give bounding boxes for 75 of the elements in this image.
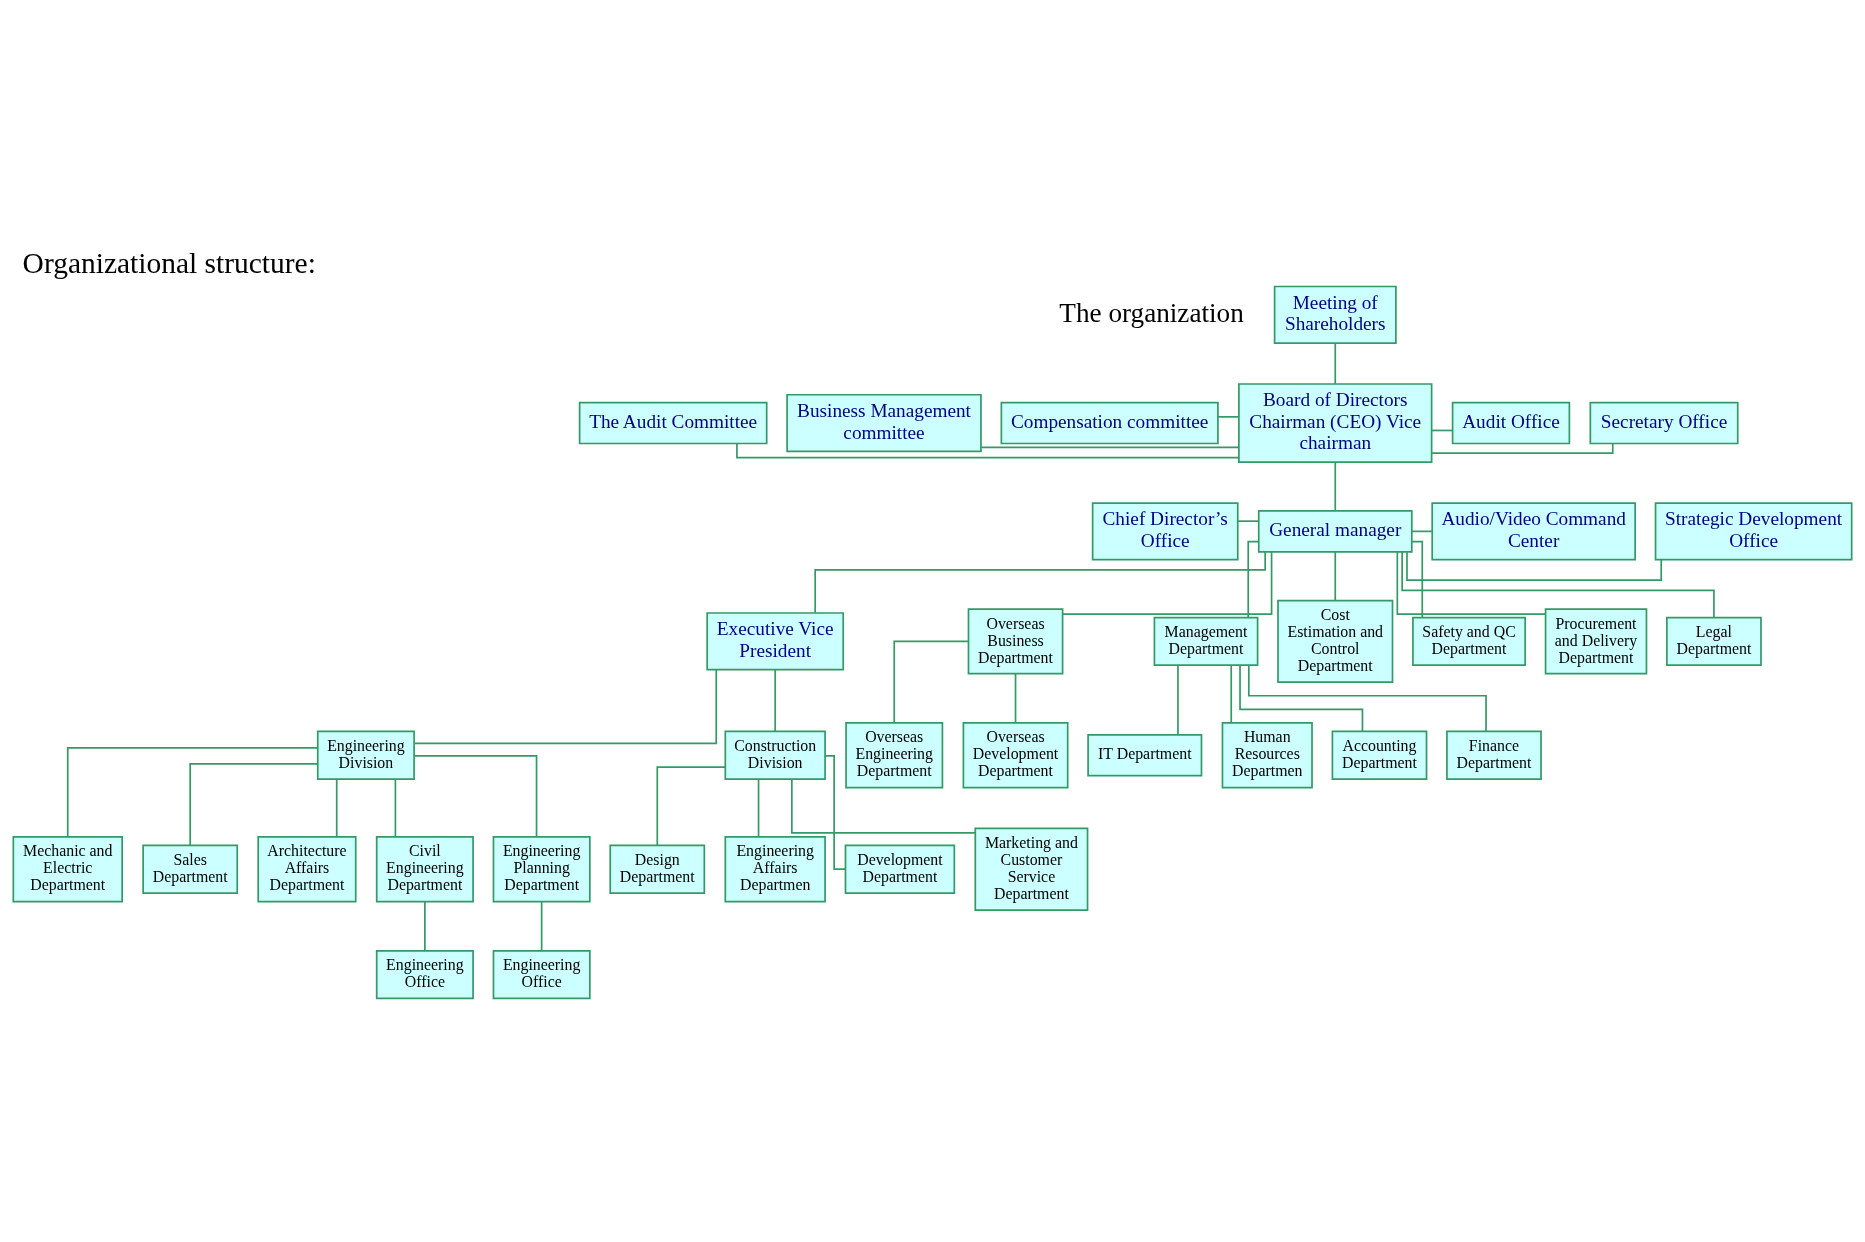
connector <box>1247 664 1487 732</box>
connector <box>774 668 777 732</box>
node-box: Procurement and Delivery Department <box>1544 607 1648 674</box>
node-box: Accounting Department <box>1331 730 1428 780</box>
connector <box>1334 461 1337 512</box>
node-box: Marketing and Customer Service Department <box>974 827 1089 911</box>
node-box: IT Department <box>1087 733 1203 777</box>
connector <box>335 778 338 838</box>
node-box: Architecture Affairs Department <box>257 835 357 902</box>
node-box: Engineering Division <box>316 730 415 780</box>
connector <box>1237 519 1260 522</box>
node-box: Audio/Video Command Center <box>1431 501 1636 561</box>
node-box: General manager <box>1257 509 1413 553</box>
connector <box>424 900 426 952</box>
connector <box>1411 540 1424 618</box>
connector <box>540 900 543 952</box>
node-box: Chief Director’s Office <box>1091 501 1239 561</box>
connector <box>1396 550 1547 615</box>
node-box: Sales Department <box>142 844 239 894</box>
node-box: Mechanic and Electric Department <box>12 835 123 902</box>
node-box: Engineering Affairs Departmen <box>724 835 826 902</box>
node-box: Cost Estimation and Control Department <box>1277 599 1394 683</box>
node-box: Board of Directors Chairman (CEO) Vice chairman <box>1238 382 1433 463</box>
diagram-title: Organizational structure: <box>22 246 316 279</box>
connector <box>394 778 397 838</box>
connector <box>824 754 847 870</box>
node-box: Finance Department <box>1446 730 1542 780</box>
node-box: The Audit Committee <box>578 401 768 444</box>
node-box: Business Management committee <box>786 393 982 452</box>
node-box: Human Resources Departmen <box>1221 721 1313 788</box>
node-box: Engineering Office <box>375 949 474 999</box>
connector <box>814 550 1266 614</box>
node-box: Civil Engineering Department <box>375 835 474 902</box>
connector <box>1431 429 1454 431</box>
node-box: Design Department <box>609 844 706 894</box>
node-box: Development Department <box>844 844 956 894</box>
node-box: Overseas Development Department <box>962 721 1069 788</box>
connector <box>757 778 760 838</box>
connector <box>413 668 718 744</box>
node-box: Safety and QC Department <box>1412 616 1526 666</box>
node-box: Engineering Office <box>492 949 591 999</box>
connector <box>1217 415 1240 418</box>
connector <box>1406 551 1663 581</box>
connector <box>1334 550 1337 601</box>
node-box: Strategic Development Office <box>1654 501 1853 561</box>
connector <box>1177 664 1179 735</box>
connector <box>1230 664 1233 724</box>
connector <box>1401 550 1715 618</box>
connector <box>1247 540 1260 618</box>
node-box: Compensation committee <box>1000 401 1219 444</box>
node-box: Overseas Business Department <box>967 607 1064 674</box>
connector <box>1014 672 1017 724</box>
node-box: Audit Office <box>1451 401 1571 444</box>
node-box: Management Department <box>1153 616 1259 666</box>
node-box: Secretary Office <box>1589 401 1739 444</box>
node-box: Engineering Planning Department <box>492 835 591 902</box>
connector <box>656 765 727 846</box>
connector <box>1061 550 1273 615</box>
connector <box>791 778 977 834</box>
node-box: Executive Vice President <box>706 611 845 671</box>
node-box: Meeting of Shareholders <box>1273 285 1397 344</box>
node-box: Legal Department <box>1666 616 1762 666</box>
connector <box>413 754 538 838</box>
node-box: Overseas Engineering Department <box>845 721 944 788</box>
connector <box>1411 530 1433 532</box>
connector <box>66 746 319 838</box>
connector <box>1431 442 1614 454</box>
connector <box>1239 664 1364 732</box>
connector <box>189 762 319 846</box>
connector <box>893 640 970 724</box>
connector <box>1334 341 1337 385</box>
label: The organization <box>1059 297 1244 328</box>
node-box: Construction Division <box>724 730 826 780</box>
connector <box>980 446 1240 448</box>
connector <box>736 442 1240 459</box>
